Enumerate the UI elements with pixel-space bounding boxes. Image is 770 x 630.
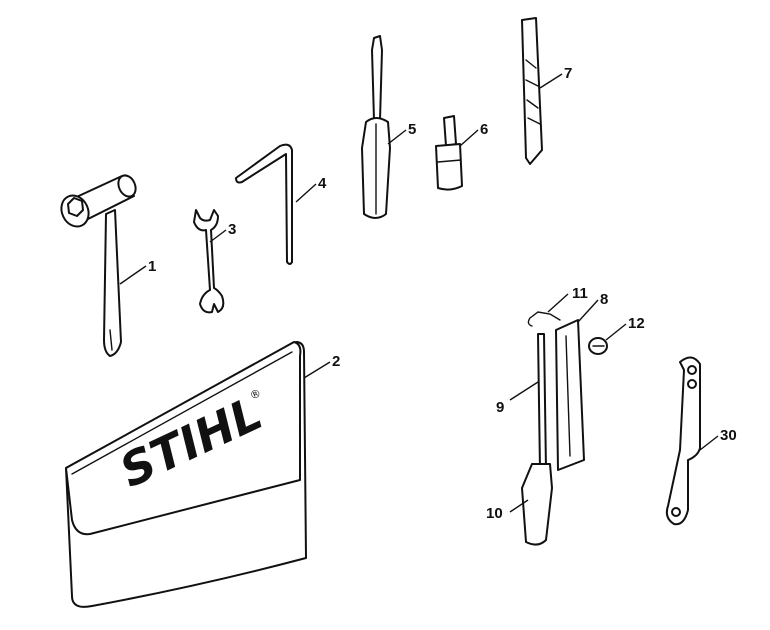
callout-5: 5 xyxy=(408,121,416,138)
callout-3: 3 xyxy=(228,221,236,238)
callout-8: 8 xyxy=(600,291,608,308)
screw-drawing xyxy=(588,337,608,355)
screwdriver-drawing xyxy=(361,35,391,219)
callout-6: 6 xyxy=(480,121,488,138)
special-wrench-drawing xyxy=(665,356,701,526)
callout-10: 10 xyxy=(486,505,503,522)
combination-wrench-drawing xyxy=(60,174,137,357)
depth-gauge-drawing xyxy=(521,17,543,165)
callout-9: 9 xyxy=(496,399,504,416)
registered-mark: ® xyxy=(248,386,263,402)
tool-pouch-drawing xyxy=(65,341,307,608)
callout-12: 12 xyxy=(628,315,645,332)
retaining-spring-drawing xyxy=(527,311,561,327)
socket-driver-drawing xyxy=(435,115,463,191)
callout-4: 4 xyxy=(318,175,327,192)
callout-2: 2 xyxy=(332,353,340,370)
leader-lines xyxy=(119,73,719,513)
file-holder-drawing xyxy=(555,319,585,471)
callout-labels: 1 2 3 4 5 6 7 8 9 10 11 12 30 xyxy=(148,65,737,522)
callout-11: 11 xyxy=(572,285,588,302)
file-handle-drawing xyxy=(521,463,553,546)
callout-7: 7 xyxy=(564,65,572,82)
callout-1: 1 xyxy=(148,258,156,275)
round-file-drawing xyxy=(537,333,547,471)
open-end-wrench-drawing xyxy=(193,209,225,314)
callout-30: 30 xyxy=(720,427,737,444)
hex-key-drawing xyxy=(235,143,293,265)
